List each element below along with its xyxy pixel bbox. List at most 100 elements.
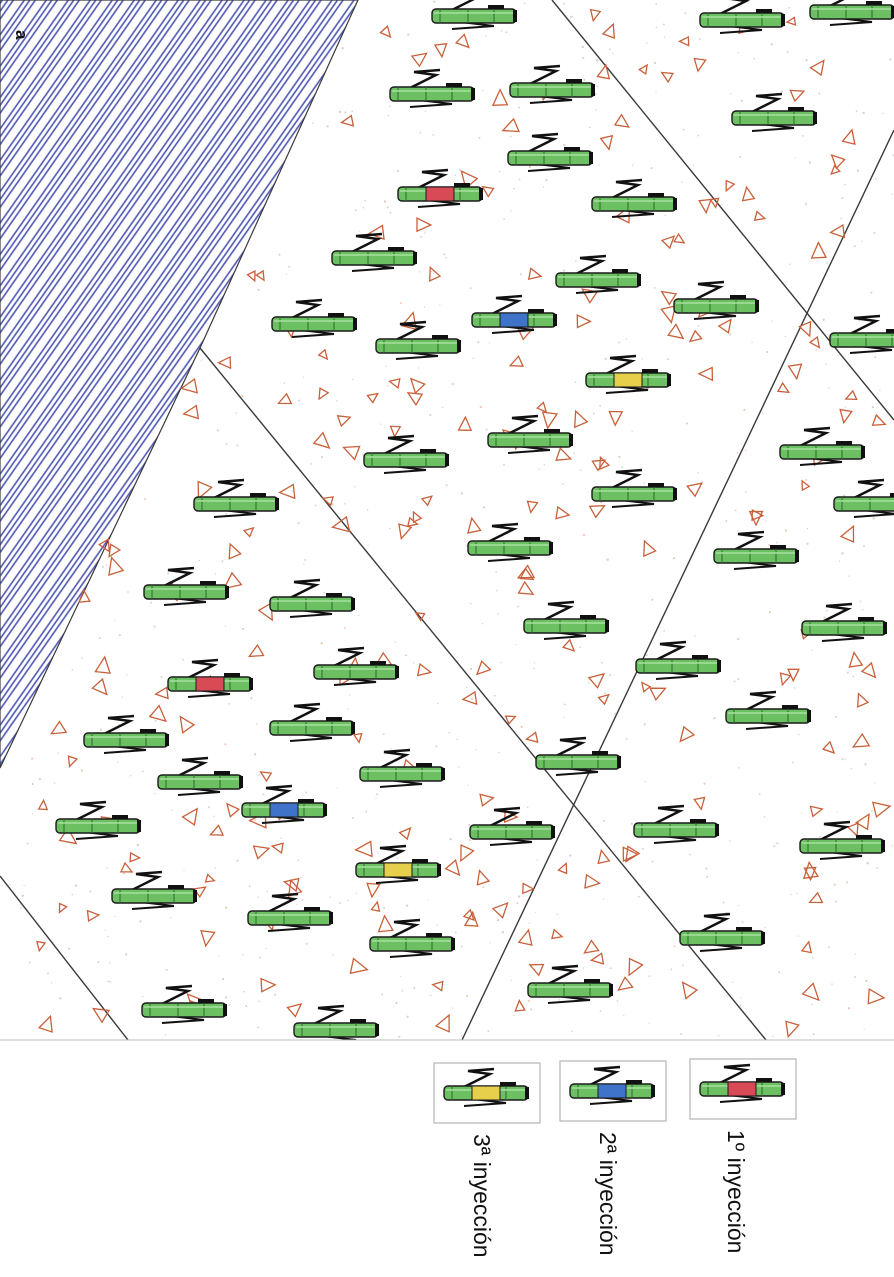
speckle [714,969,715,970]
speckle [442,407,443,408]
speckle [563,270,565,272]
speckle [738,767,740,769]
speckle [479,137,481,139]
speckle [645,781,647,783]
speckle [768,544,770,546]
speckle [354,486,356,488]
speckle [397,170,399,172]
speckle [126,674,127,675]
speckle [623,1015,624,1016]
speckle [609,48,611,50]
speckle [579,647,581,649]
speckle [862,112,864,114]
speckle [280,838,281,839]
speckle [428,900,429,901]
speckle [844,758,846,760]
speckle [684,12,686,14]
speckle [165,1034,167,1036]
speckle [694,635,696,637]
speckle [439,304,440,305]
speckle [225,626,226,627]
speckle [343,1001,344,1002]
speckle [450,838,452,840]
legend-label: 2ª inyección [595,1132,621,1256]
speckle [612,53,613,54]
speckle [699,38,701,40]
speckle [29,962,31,964]
speckle [604,692,606,694]
speckle [397,858,398,859]
speckle [455,932,457,934]
speckle [819,836,821,838]
speckle [741,921,743,923]
legend: 1º inyección 2ª inyección 3ª inyección [434,1059,796,1258]
legend-swatch [728,1082,756,1096]
speckle [257,896,259,898]
speckle [395,641,396,642]
speckle [812,957,814,959]
speckle [860,601,862,603]
speckle [461,492,463,494]
speckle [22,895,24,897]
speckle [518,895,520,897]
speckle [517,606,519,608]
speckle [638,896,640,898]
speckle [791,894,792,895]
speckle [402,990,404,992]
speckle [510,136,512,138]
speckle [391,588,393,590]
speckle [741,100,743,102]
speckle [23,885,24,886]
speckle [626,738,628,740]
speckle [150,602,152,604]
speckle [796,548,797,549]
speckle [538,469,540,471]
speckle [872,406,874,408]
speckle [437,703,439,705]
speckle [155,720,157,722]
speckle [127,591,129,593]
speckle [100,729,102,731]
speckle [583,967,584,968]
speckle [769,611,771,613]
speckle [105,930,106,931]
speckle [352,817,354,819]
speckle [419,271,421,273]
speckle [258,774,260,776]
speckle [813,1033,815,1035]
speckle [823,319,825,321]
speckle [802,135,804,137]
speckle [854,245,856,247]
speckle [841,758,843,760]
speckle [365,811,367,813]
speckle [339,111,341,113]
speckle [527,806,529,808]
speckle [537,860,538,861]
speckle [511,980,512,981]
speckle [846,881,848,883]
speckle [737,452,739,454]
speckle [389,212,391,214]
speckle [305,791,307,793]
speckle [667,358,669,360]
speckle [534,662,535,663]
speckle [351,110,353,112]
speckle [818,93,820,95]
speckle [738,52,739,53]
speckle [59,997,61,999]
speckle [344,503,345,504]
speckle [876,867,878,869]
speckle [452,383,454,385]
speckle [861,241,862,242]
speckle [383,907,385,909]
speckle [312,122,314,124]
speckle [854,976,856,978]
speckle [889,58,891,60]
speckle [524,2,526,4]
speckle [655,90,656,91]
speckle [534,668,535,669]
speckle [364,200,366,202]
speckle [125,953,127,955]
speckle [794,687,796,689]
